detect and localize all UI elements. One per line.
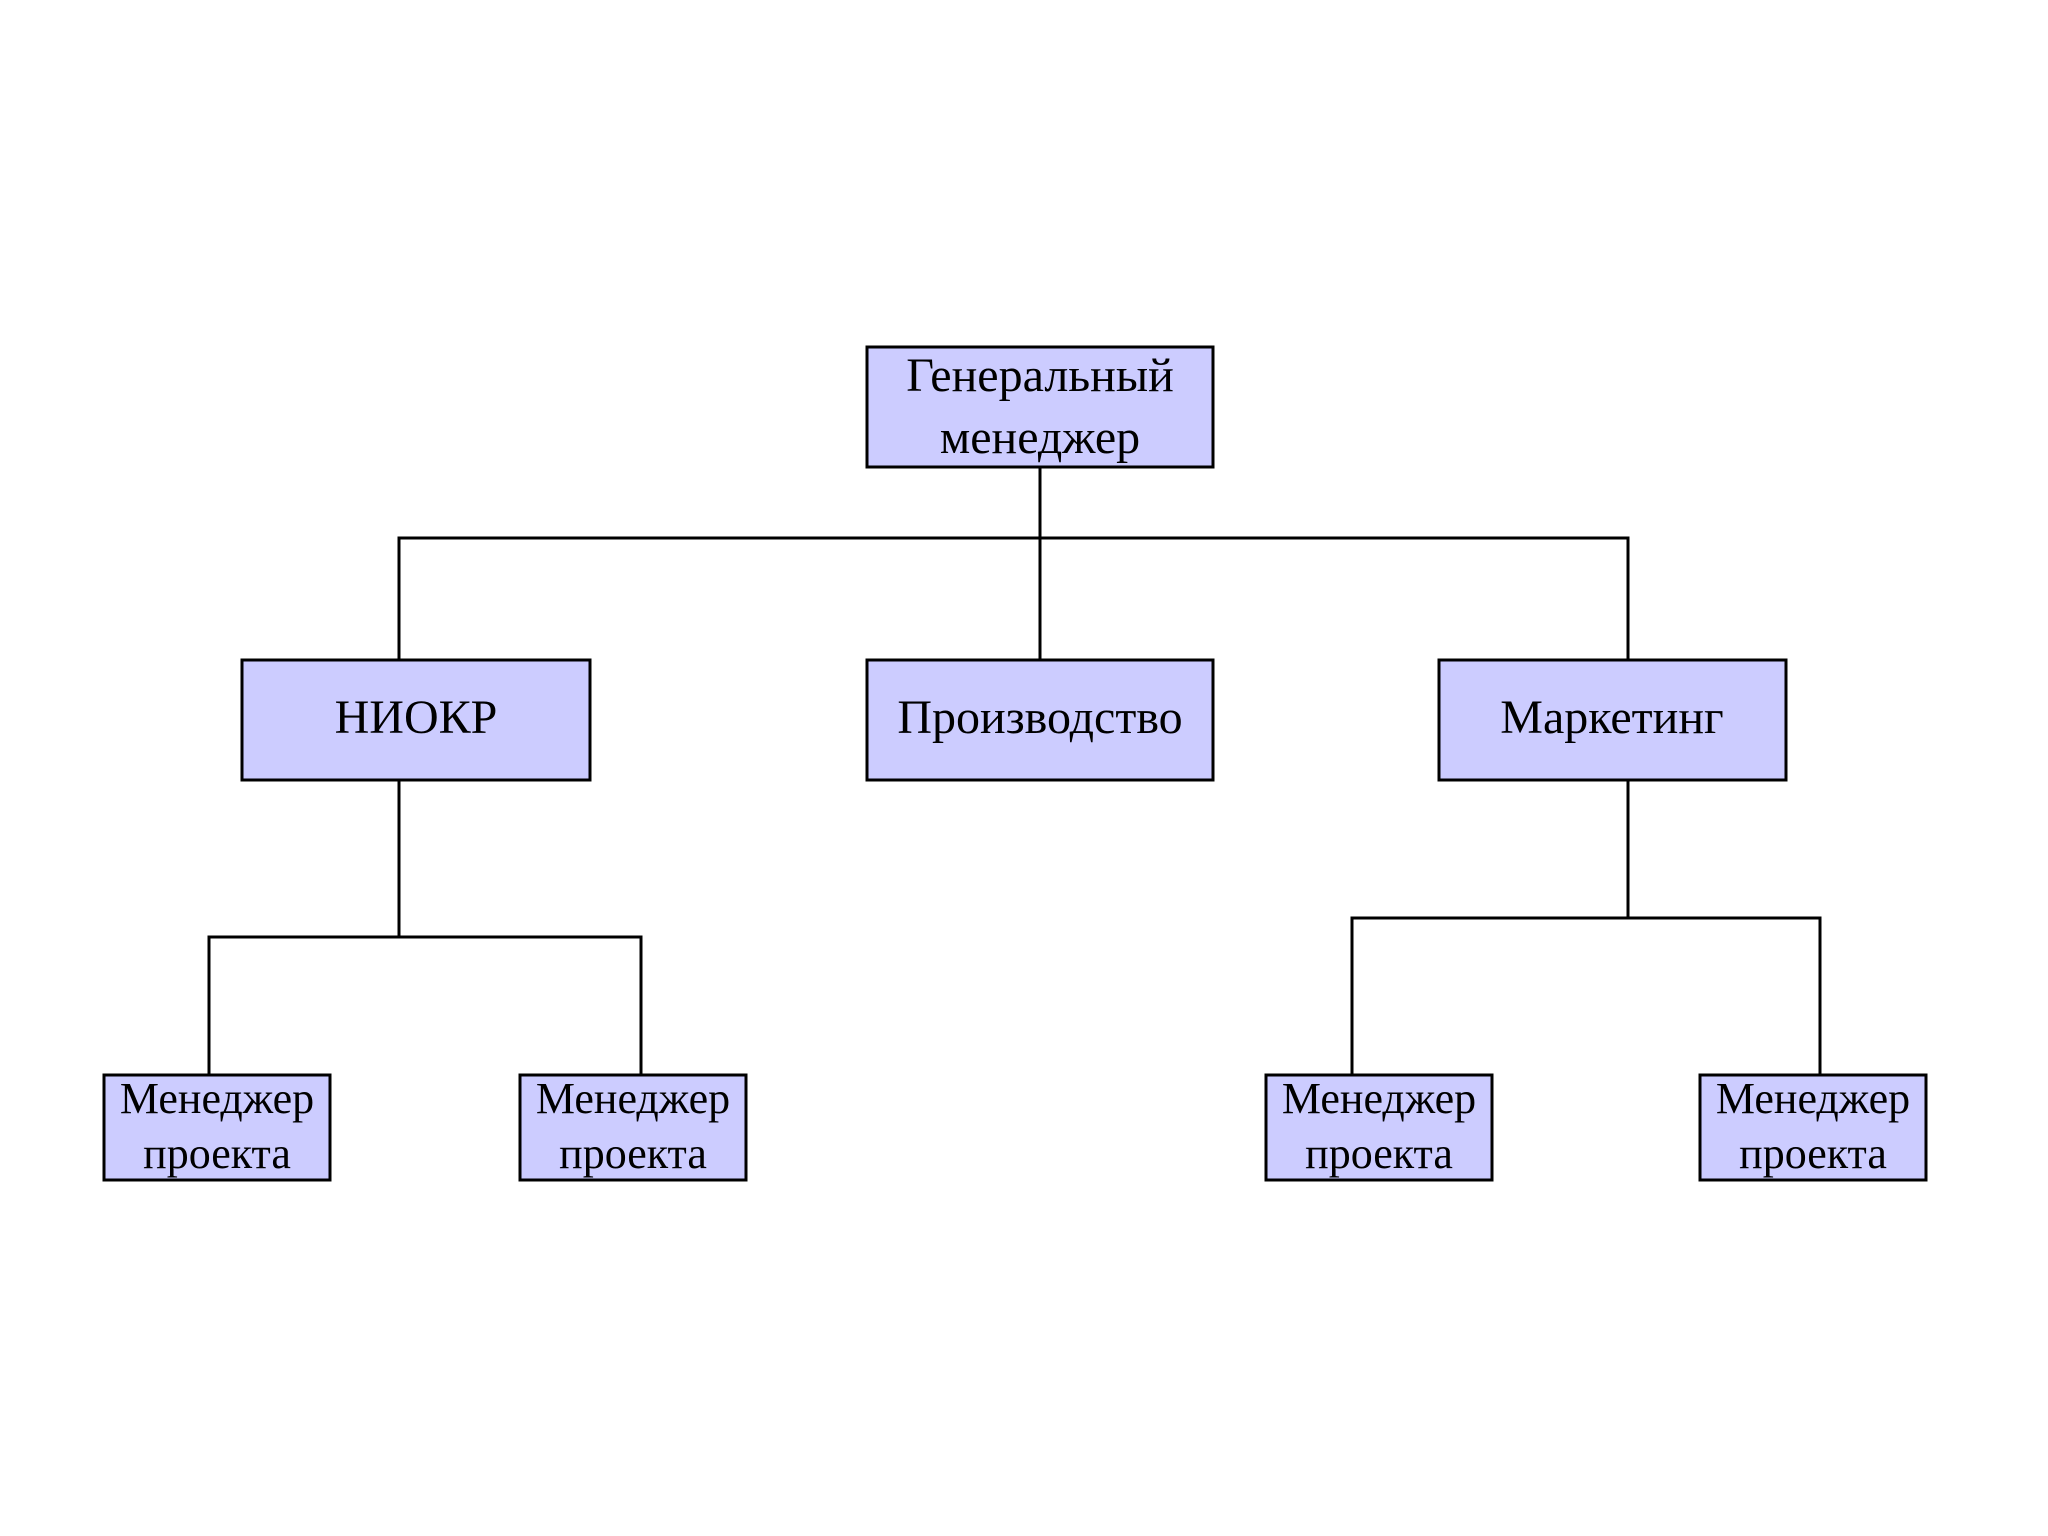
- node-label: Маркетинг: [1500, 691, 1723, 744]
- node-label-line2: проекта: [143, 1129, 291, 1178]
- node-general-manager: Генеральный менеджер: [865, 345, 1215, 469]
- node-rnd-project-manager-1: Менеджер проекта: [102, 1073, 332, 1182]
- node-label-line1: Менеджер: [1282, 1074, 1476, 1123]
- node-marketing: Маркетинг: [1437, 658, 1788, 782]
- node-box: [1698, 1073, 1928, 1182]
- node-marketing-project-manager-1: Менеджер проекта: [1264, 1073, 1494, 1182]
- node-label-line1: Менеджер: [1716, 1074, 1910, 1123]
- node-label-line1: Менеджер: [536, 1074, 730, 1123]
- node-label: Производство: [897, 691, 1182, 744]
- connectors: [207, 465, 1822, 1077]
- node-rnd: НИОКР: [240, 658, 592, 782]
- node-label-line2: проекта: [1305, 1129, 1453, 1178]
- node-box: [1264, 1073, 1494, 1182]
- node-label-line2: проекта: [1739, 1129, 1887, 1178]
- node-box: [102, 1073, 332, 1182]
- node-label-line2: проекта: [559, 1129, 707, 1178]
- node-marketing-project-manager-2: Менеджер проекта: [1698, 1073, 1928, 1182]
- node-box: [240, 658, 592, 782]
- node-box: [1437, 658, 1788, 782]
- node-rnd-project-manager-2: Менеджер проекта: [518, 1073, 748, 1182]
- node-label-line1: Генеральный: [906, 349, 1174, 402]
- node-box: [865, 658, 1215, 782]
- node-box: [865, 345, 1215, 469]
- node-production: Производство: [865, 658, 1215, 782]
- node-label: НИОКР: [335, 691, 498, 744]
- node-label-line2: менеджер: [940, 411, 1140, 464]
- node-box: [518, 1073, 748, 1182]
- node-label-line1: Менеджер: [120, 1074, 314, 1123]
